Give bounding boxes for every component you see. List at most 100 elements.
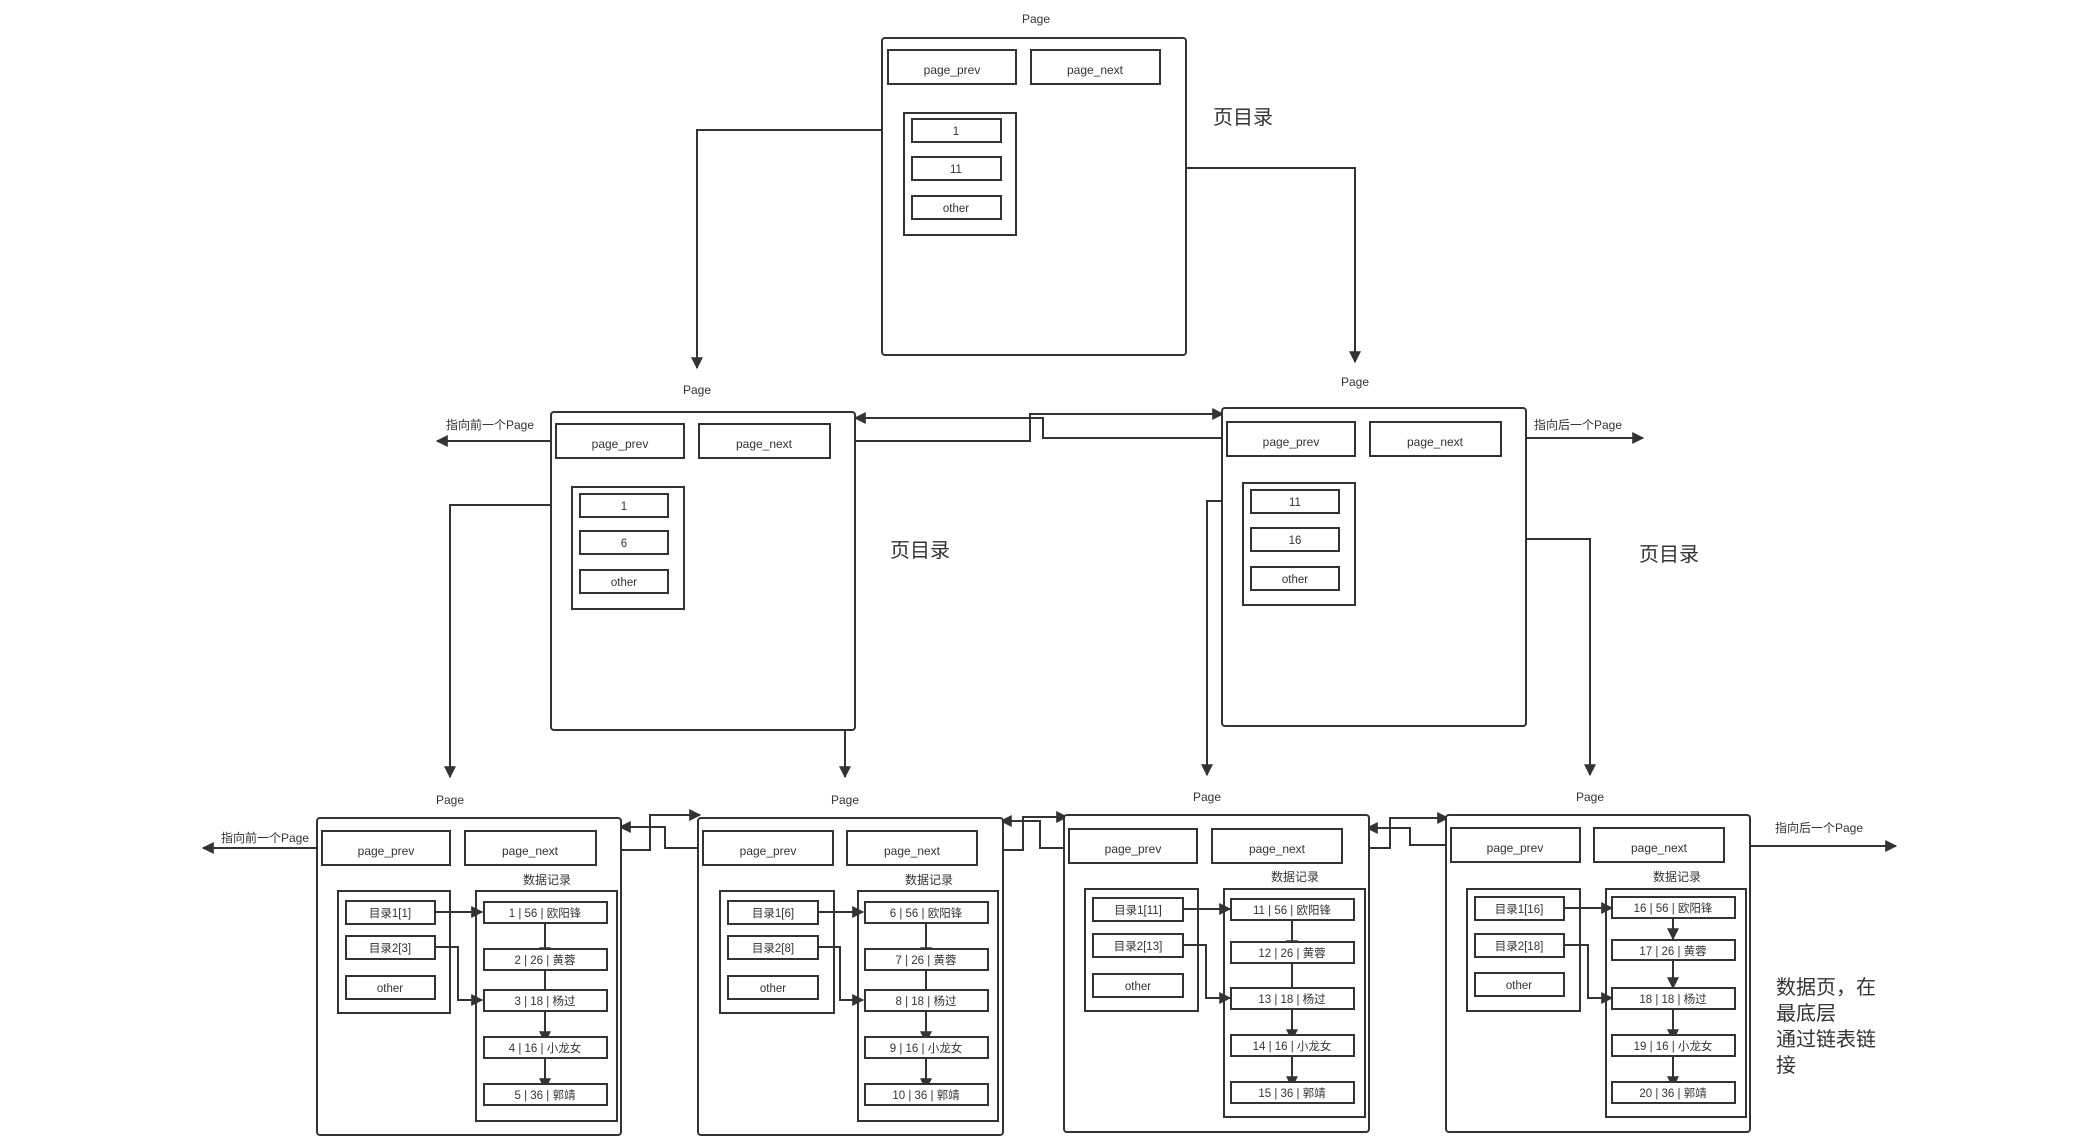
data-record: 16 | 56 | 欧阳锋 — [1634, 902, 1713, 915]
data-record: 1 | 56 | 欧阳锋 — [509, 907, 582, 920]
data-record-box — [483, 1083, 608, 1106]
page-next-box — [1593, 827, 1725, 863]
data-record: 18 | 18 | 杨过 — [1639, 992, 1707, 1006]
left-index-entry-1-arrow — [444, 504, 580, 779]
data-record: 4 | 16 | 小龙女 — [509, 1041, 581, 1055]
data-record: 14 | 16 | 小龙女 — [1253, 1039, 1332, 1053]
data-page-4-prev-arrow — [1365, 822, 1451, 846]
page-next-label: page_next — [502, 844, 559, 858]
data-record-box — [1611, 1034, 1736, 1057]
data-record-box — [1611, 1081, 1736, 1104]
data-record-box — [864, 1083, 989, 1106]
data-record-box — [1230, 941, 1355, 964]
data-record-box — [1230, 898, 1355, 921]
data-record-box — [1611, 987, 1736, 1010]
left-index-next-link-arrow — [830, 408, 1225, 442]
directory-entry: 目录2[3] — [369, 942, 411, 955]
data-record-box — [483, 948, 608, 971]
directory-entry: other — [760, 983, 786, 995]
page-label: Page — [1576, 790, 1604, 804]
page-prev-box — [887, 49, 1017, 85]
directory-entry: other — [1125, 981, 1151, 993]
left-index-page: Page page_prev page_next 1 6 other — [550, 383, 856, 731]
data-record-box — [1611, 939, 1736, 961]
data-record: 10 | 36 | 郭靖 — [892, 1089, 960, 1102]
prev-page-pointer-label: 指向前一个Page — [221, 830, 309, 845]
data-records-label: 数据记录 — [1653, 869, 1701, 884]
directory-entry: 目录2[13] — [1114, 940, 1163, 953]
page-next-label: page_next — [1407, 435, 1464, 449]
data-page-1-next-arrow — [596, 809, 702, 851]
directory-entry: 16 — [1289, 535, 1302, 547]
data-record-box — [864, 948, 989, 971]
page-prev-box — [702, 830, 834, 866]
page-directory-label: 页目录 — [1213, 107, 1273, 129]
data-record-box — [1611, 896, 1736, 919]
directory-entry-box — [579, 493, 669, 518]
data-record: 5 | 36 | 郭靖 — [515, 1089, 576, 1102]
data-records-label: 数据记录 — [523, 872, 571, 887]
page-next-label: page_next — [1249, 842, 1306, 856]
page-prev-box — [1450, 827, 1581, 863]
note-line: 数据页，在 — [1776, 976, 1876, 999]
data-record: 8 | 18 | 杨过 — [896, 994, 957, 1008]
directory-2-pointer-arrow — [1564, 944, 1614, 1004]
page-next-label: page_next — [736, 437, 793, 451]
data-record-box — [483, 901, 608, 924]
page-prev-label: page_prev — [1105, 842, 1162, 856]
directory-entry: other — [1506, 980, 1532, 992]
data-page-3: Page page_prev page_next 数据记录 目录1[11] 目录… — [1063, 790, 1370, 1133]
directory-entry-box — [345, 975, 436, 1000]
directory-entry-box — [1250, 527, 1340, 552]
data-record-box — [483, 989, 608, 1012]
page-next-label: page_next — [1067, 63, 1124, 77]
page-next-box — [846, 830, 978, 866]
data-record-box — [1230, 1034, 1355, 1057]
page-next-box — [698, 423, 831, 459]
page-label: Page — [683, 383, 711, 397]
directory-entry: 1 — [621, 501, 627, 513]
page-label: Page — [1341, 375, 1369, 389]
directory-entry: other — [611, 577, 637, 589]
directory-entry-box — [1250, 489, 1340, 514]
page-prev-label: page_prev — [358, 844, 415, 858]
directory-2-pointer-arrow — [1183, 944, 1232, 1004]
directory-entry: 11 — [950, 164, 962, 176]
page-label: Page — [1193, 790, 1221, 804]
directory-entry-box — [1250, 566, 1340, 591]
directory-entry-box — [579, 530, 669, 555]
directory-2-pointer-arrow — [818, 946, 865, 1006]
data-record: 15 | 36 | 郭靖 — [1258, 1087, 1326, 1100]
page-next-box — [1030, 49, 1161, 85]
directory-entry: 目录2[8] — [752, 942, 794, 955]
data-record: 3 | 18 | 杨过 — [515, 994, 576, 1008]
directory-entry-box — [1092, 973, 1184, 998]
directory-entry-box — [727, 975, 819, 1000]
data-record: 2 | 26 | 黄蓉 — [515, 953, 576, 967]
page-prev-label: page_prev — [740, 844, 797, 858]
directory-entry: 目录2[18] — [1495, 940, 1544, 953]
note-line: 通过链表链 — [1776, 1028, 1876, 1051]
root-page: Page page_prev page_next 1 11 other — [881, 12, 1187, 356]
directory-entry: 目录1[1] — [369, 907, 411, 920]
data-record: 19 | 16 | 小龙女 — [1634, 1039, 1713, 1053]
data-record: 12 | 26 | 黄蓉 — [1258, 946, 1326, 960]
directory-entry: 目录1[6] — [752, 907, 794, 920]
data-record-box — [1230, 987, 1355, 1010]
next-page-pointer-label: 指向后一个Page — [1775, 820, 1863, 835]
page-directory-label: 页目录 — [890, 540, 950, 562]
bottom-layer-note: 数据页，在 最底层 通过链表链 接 — [1776, 976, 1876, 1077]
page-next-label: page_next — [884, 844, 941, 858]
page-next-box — [1369, 421, 1502, 457]
directory-entry: other — [377, 983, 403, 995]
page-next-label: page_next — [1631, 841, 1688, 855]
data-record-box — [1230, 1081, 1355, 1104]
directory-2-pointer-arrow — [435, 946, 484, 1006]
data-record: 13 | 18 | 杨过 — [1258, 992, 1326, 1006]
directory-entry-box — [579, 569, 669, 594]
directory-entry-box — [911, 195, 1002, 220]
page-prev-box — [1068, 828, 1198, 864]
next-page-pointer-label: 指向后一个Page — [1534, 417, 1622, 432]
page-prev-label: page_prev — [1487, 841, 1544, 855]
